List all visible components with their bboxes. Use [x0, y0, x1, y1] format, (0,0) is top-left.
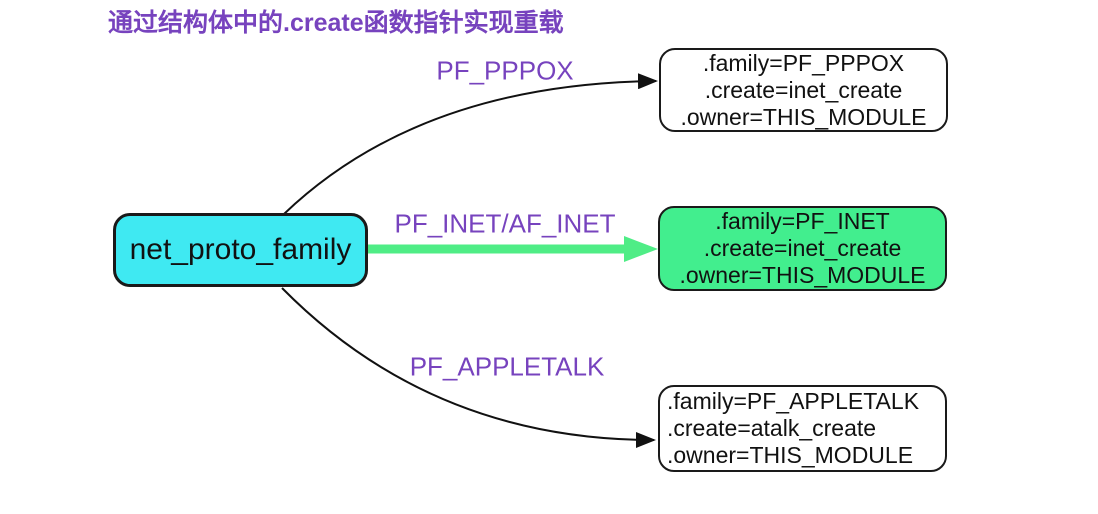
node-net-proto-family-label: net_proto_family	[129, 233, 352, 266]
struct-field-owner: .owner=THIS_MODULE	[679, 262, 926, 288]
struct-field-create: .create=atalk_create	[667, 415, 877, 441]
struct-field-create: .create=inet_create	[703, 235, 902, 261]
struct-field-family: .family=PF_PPPOX	[702, 49, 905, 76]
edge-label-pf-inet-af-inet: PF_INET/AF_INET	[394, 208, 616, 239]
struct-field-create: .create=inet_create	[704, 76, 903, 103]
edge-pf-pppox-arrow	[283, 73, 658, 215]
struct-field-family: .family=PF_INET	[715, 208, 890, 234]
struct-field-family: .family=PF_APPLETALK	[667, 388, 920, 414]
edge-pf-inet-arrowhead-icon	[624, 236, 658, 262]
diagram-title: 通过结构体中的.create函数指针实现重载	[108, 9, 564, 37]
edge-label-pf-pppox: PF_PPPOX	[436, 55, 574, 86]
struct-field-owner: .owner=THIS_MODULE	[680, 103, 927, 130]
target-box-pf-inet: .family=PF_INET .create=inet_create .own…	[658, 206, 947, 291]
edge-label-pf-appletalk: PF_APPLETALK	[409, 351, 605, 382]
struct-field-owner: .owner=THIS_MODULE	[667, 442, 914, 468]
node-net-proto-family: net_proto_family	[113, 213, 368, 287]
target-box-pf-appletalk: .family=PF_APPLETALK .create=atalk_creat…	[658, 385, 947, 472]
target-box-pf-pppox: .family=PF_PPPOX .create=inet_create .ow…	[659, 48, 948, 132]
edge-pf-appletalk-arrow	[281, 287, 656, 448]
